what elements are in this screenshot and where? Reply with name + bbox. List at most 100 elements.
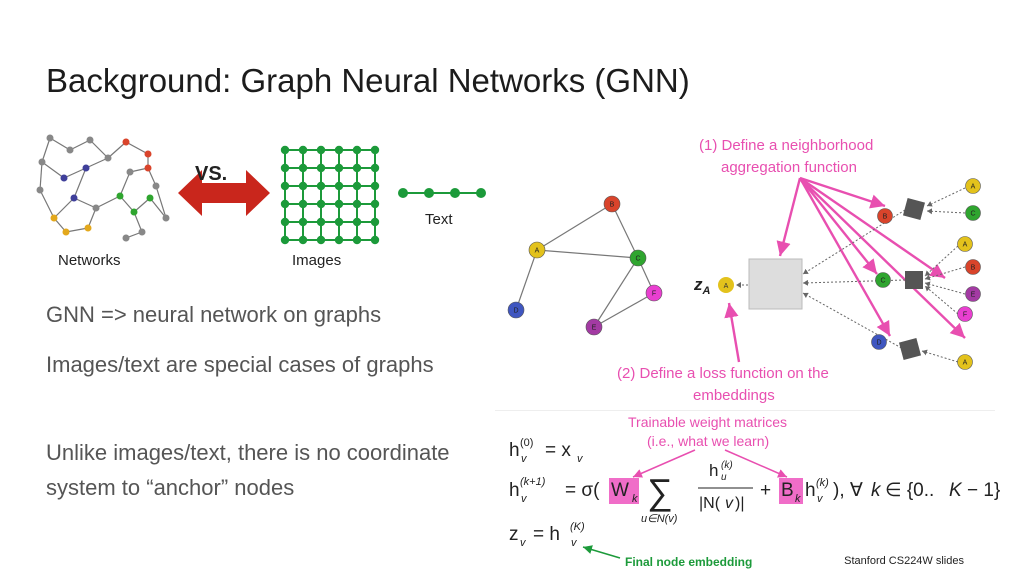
svg-text:− 1}: − 1} [967,480,1000,501]
graph-node-f: F [645,284,663,302]
slide-credit: Stanford CS224W slides [844,555,964,567]
svg-text:= x: = x [545,440,571,461]
grid-pixel-node [316,217,326,227]
graph-node-a: A [957,236,973,252]
equation-update: h (k+1) v = σ( W k ∑ u∈N(v) h (k) u |N( … [509,460,1000,525]
bullet-special-cases: Images/text are special cases of graphs [46,352,434,377]
svg-text:k: k [871,480,882,501]
svg-text:F: F [963,312,967,319]
svg-text:h: h [509,440,520,461]
text-label: Text [425,211,453,228]
grid-pixel-node [352,217,362,227]
image-grid-graphic [280,145,380,245]
graph-node-a: A [957,354,973,370]
svg-text:v: v [577,453,584,465]
grid-pixel-node [316,181,326,191]
svg-text:h: h [709,461,718,480]
svg-text:A: A [963,360,968,367]
grid-pixel-node [334,145,344,155]
svg-text:A: A [971,184,976,191]
grid-pixel-node [298,181,308,191]
grid-pixel-node [334,217,344,227]
annotation-trainable-line1: Trainable weight matrices [628,414,787,430]
svg-text:(k): (k) [816,477,829,489]
svg-text:u∈N(v): u∈N(v) [641,513,678,525]
svg-text:v: v [571,537,578,549]
svg-text:h: h [509,480,520,501]
annotation-aggregation-line1: (1) Define a neighborhood [699,137,873,154]
annotation-loss-line2: embeddings [693,387,775,404]
graph-node-a: A [965,178,981,194]
double-arrow-icon [178,170,270,216]
svg-text:A: A [535,248,540,255]
grid-pixel-node [334,181,344,191]
grid-pixel-node [352,181,362,191]
svg-text:C: C [970,211,975,218]
svg-text:F: F [652,291,656,298]
svg-text:v: v [521,493,528,505]
grid-pixel-node [334,163,344,173]
pink-arrows [724,176,966,363]
graph-node-c: C [965,205,981,221]
grid-pixel-node [352,199,362,209]
bullet-no-coordinates: Unlike images/text, there is no coordina… [46,440,450,500]
svg-text:A: A [963,242,968,249]
slide-title: Background: Graph Neural Networks (GNN) [46,62,690,99]
grid-pixel-node [280,235,290,245]
svg-text:W: W [611,480,629,501]
svg-text:E: E [592,325,597,332]
aggregator-box [748,258,803,310]
grid-pixel-node [298,163,308,173]
svg-text:∑: ∑ [647,471,673,512]
grid-pixel-node [280,181,290,191]
graph-node-d: D [871,334,887,350]
svg-text:v: v [817,493,824,505]
grid-pixel-node [316,199,326,209]
graph-node-f: F [957,306,973,322]
input-graph [515,203,655,328]
svg-text:h: h [805,480,816,501]
embedding-z-label: zA [693,275,711,297]
grid-pixel-node [334,199,344,209]
grid-pixel-node [280,199,290,209]
grid-pixel-node [370,145,380,155]
grid-pixel-node [298,199,308,209]
aggregator-nodes: B C D A C A B E F A [871,178,981,370]
graph-node-a: A [528,241,546,259]
svg-text:)|: )| [735,495,744,512]
annotation-trainable-line2: (i.e., what we learn) [647,433,769,449]
svg-text:D: D [876,340,881,347]
svg-text:E: E [971,292,976,299]
svg-text:z: z [509,524,519,545]
svg-text:), ∀: ), ∀ [833,480,863,501]
svg-text:B: B [971,265,976,272]
grid-pixel-node [370,181,380,191]
svg-text:v: v [725,495,734,512]
graph-node-b: B [877,208,893,224]
grid-pixel-node [316,145,326,155]
network-nodes [36,134,170,242]
svg-text:v: v [520,537,527,549]
svg-text:u: u [721,472,727,483]
text-sequence-graphic [398,188,486,198]
svg-text:(K): (K) [570,521,585,533]
svg-text:k: k [795,493,801,505]
bullet-gnn: GNN => neural network on graphs [46,302,382,327]
svg-text:k: k [632,493,638,505]
grid-pixel-node [316,235,326,245]
grid-pixel-node [298,235,308,245]
vs-label: VS. [195,163,227,185]
grid-pixel-node [280,163,290,173]
graph-node-c: C [875,272,891,288]
graph-node-c: C [629,249,647,267]
graph-node-e: E [585,318,603,336]
svg-text:C: C [635,256,640,263]
svg-text:B: B [781,480,794,501]
gnn-aggregation-figure: (1) Define a neighborhood aggregation fu… [507,137,981,404]
gnn-equations: Trainable weight matrices (i.e., what we… [495,410,1000,569]
target-node-a: A [718,277,734,293]
grid-pixel-node [280,145,290,155]
graph-node-e: E [965,286,981,302]
svg-text:v: v [521,453,528,465]
